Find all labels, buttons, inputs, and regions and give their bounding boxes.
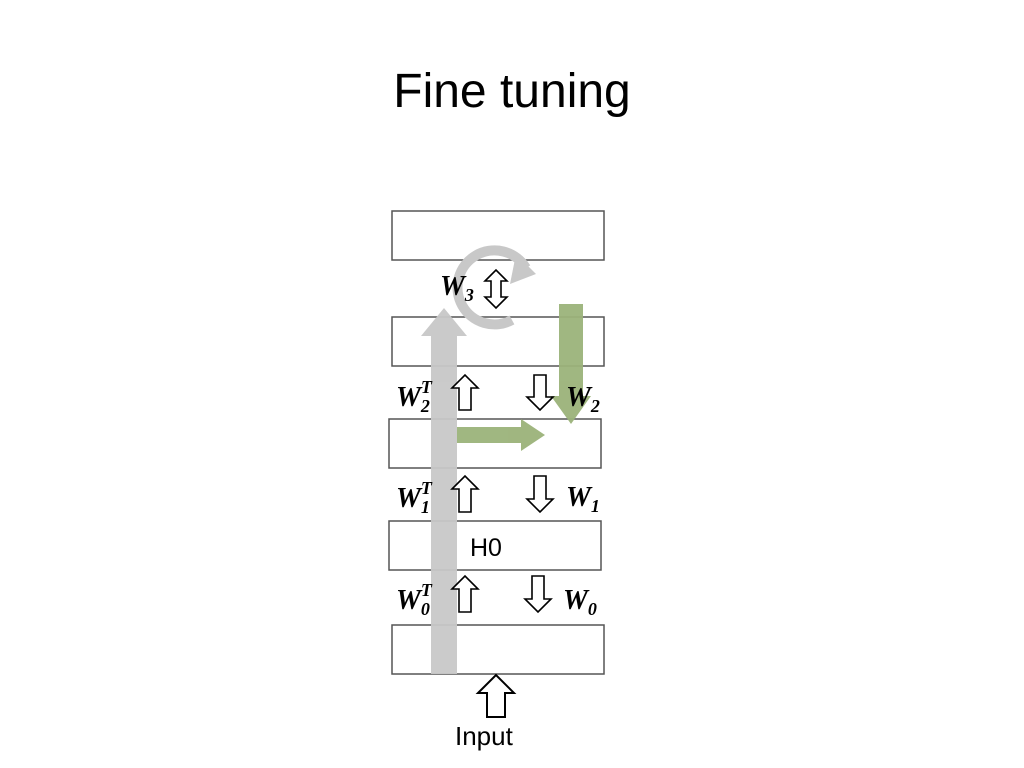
layer-box-1: [388, 520, 602, 571]
weight-label-w0: W0: [563, 585, 597, 619]
input-up-arrow-icon: [475, 673, 517, 718]
up-outline-arrow-icon: [450, 574, 480, 613]
backprop-down-arrow: [551, 304, 591, 424]
input-label: Input: [455, 721, 514, 751]
up-outline-arrow-icon: [450, 373, 480, 411]
weight-label-w2: W2: [566, 382, 600, 416]
slide-title: Fine tuning: [393, 65, 631, 118]
updown-outline-arrow-icon: [483, 268, 509, 310]
layer-label-h0: H0: [470, 534, 502, 562]
circular-arrow-icon: [452, 245, 536, 330]
layer-box-0: [391, 624, 605, 675]
down-outline-arrow-icon: [525, 374, 555, 412]
up-outline-arrow-icon: [450, 474, 480, 513]
weight-label-w1: W1: [566, 482, 600, 516]
weight-label-w3: W3: [440, 271, 474, 305]
backprop-right-arrow: [457, 419, 545, 451]
layer-box-2: [388, 418, 602, 469]
forward-pass-arrow: [421, 308, 467, 674]
down-outline-arrow-icon: [523, 575, 553, 614]
down-outline-arrow-icon: [525, 475, 555, 514]
